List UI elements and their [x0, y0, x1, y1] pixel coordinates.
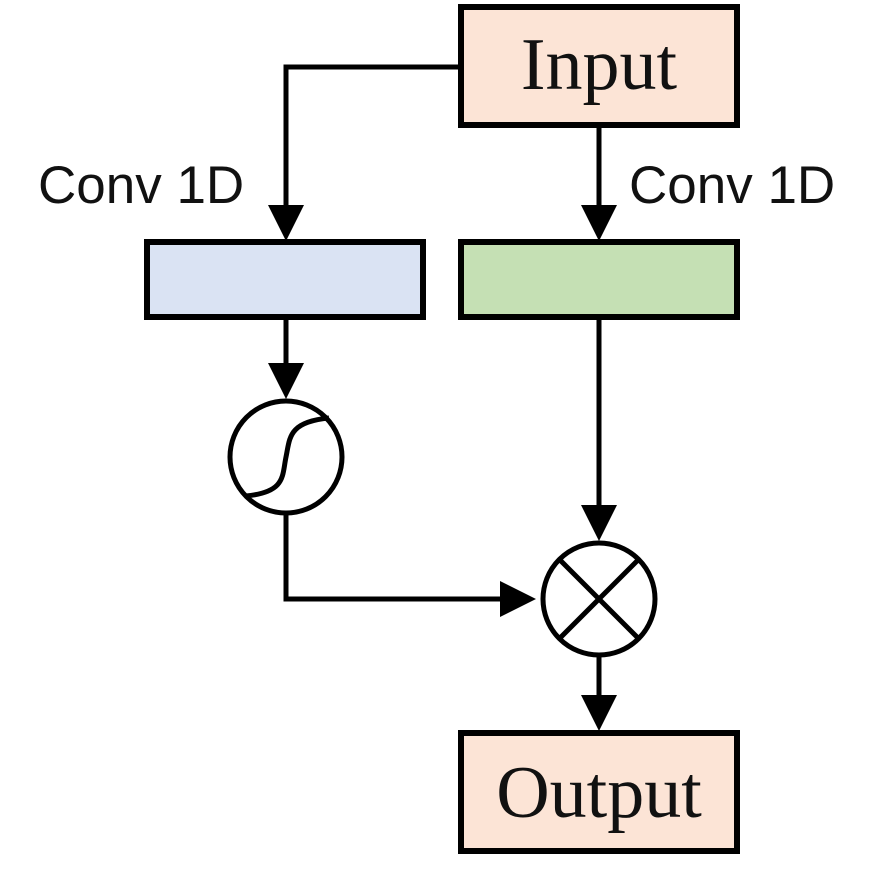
- arrowhead-output: [581, 695, 617, 731]
- conv-left-label: Conv 1D: [38, 156, 244, 215]
- output-node: Output: [458, 730, 740, 854]
- input-node: Input: [458, 4, 740, 128]
- sigmoid-icon: [227, 398, 345, 516]
- arrowhead-left-conv: [268, 205, 304, 241]
- arrowhead-multiply-left: [500, 581, 536, 617]
- input-label: Input: [521, 24, 678, 106]
- edge-sigmoid-to-multiply: [283, 513, 505, 602]
- arrowhead-multiply-top: [581, 505, 617, 541]
- output-label: Output: [496, 752, 702, 834]
- conv-left-block: [144, 239, 426, 320]
- output-box: [458, 730, 740, 854]
- multiply-icon: [540, 540, 658, 658]
- edge-input-to-left-conv: [283, 64, 461, 210]
- arrowhead-right-conv: [581, 205, 617, 241]
- arrowhead-sigmoid: [268, 363, 304, 399]
- conv-right-label: Conv 1D: [629, 156, 835, 215]
- conv-right-block: [458, 239, 740, 320]
